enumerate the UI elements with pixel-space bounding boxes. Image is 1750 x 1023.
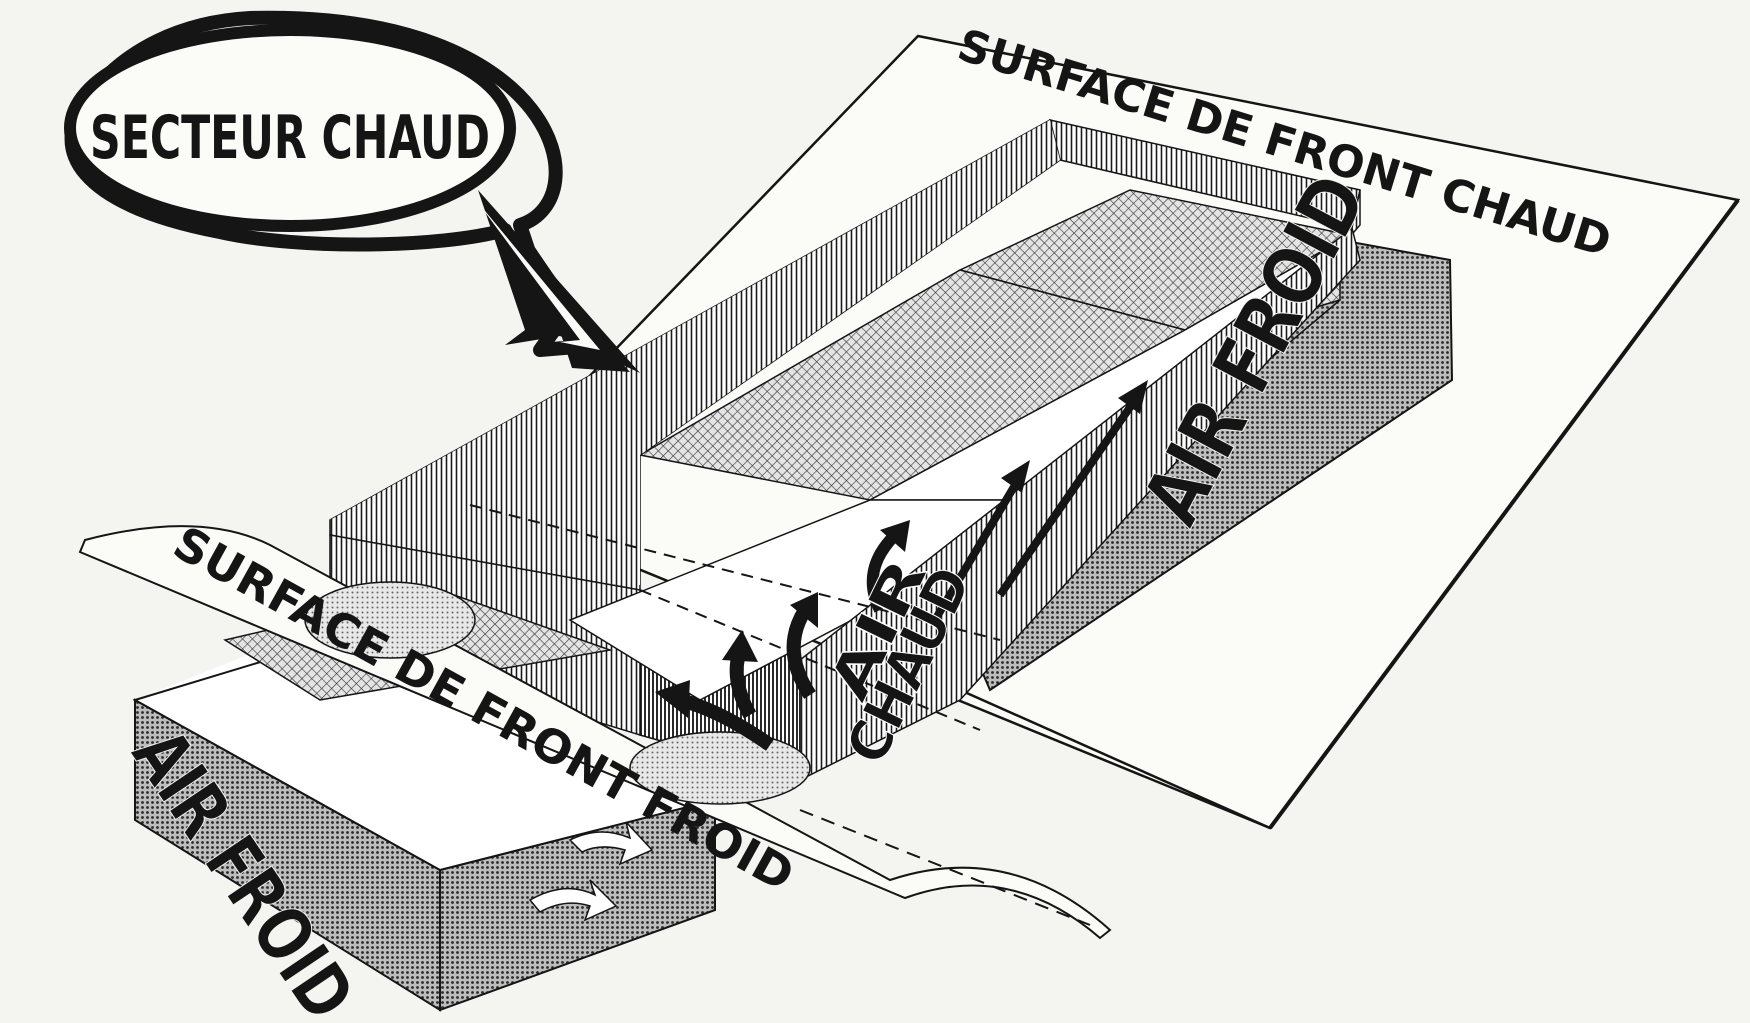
callout-label: SECTEUR CHAUD bbox=[90, 103, 490, 173]
warm-air-arrows bbox=[655, 380, 1148, 751]
curved-arrow-up-icon bbox=[866, 520, 910, 613]
arrow-up-right-icon bbox=[996, 380, 1148, 598]
cold-air-block-left bbox=[132, 589, 735, 1012]
curved-arrow-up-icon bbox=[722, 630, 758, 719]
callout-bubble bbox=[64, 10, 640, 373]
curved-arrow-left-icon bbox=[655, 680, 775, 751]
arrow-up-right-icon bbox=[931, 460, 1030, 623]
curved-arrow-up-icon bbox=[786, 592, 818, 699]
